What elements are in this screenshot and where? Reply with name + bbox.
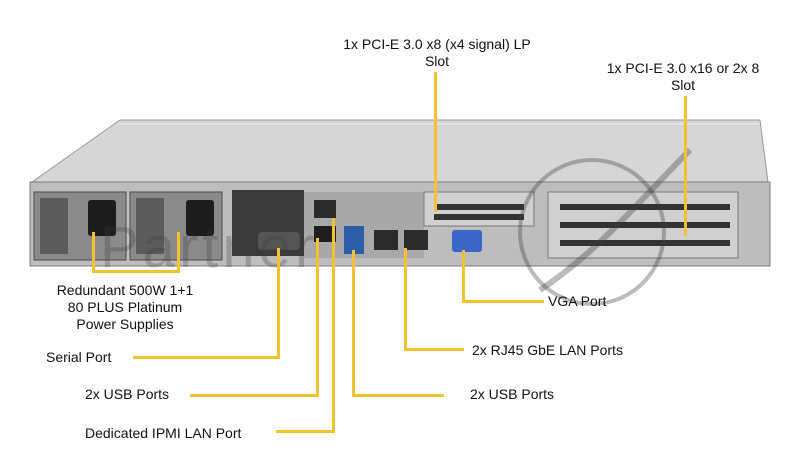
power-supply-2 xyxy=(129,191,223,261)
leader-psu-h xyxy=(92,270,180,273)
lan-jack-1 xyxy=(374,230,398,250)
leader-lan-h xyxy=(404,348,464,351)
label-usb-left: 2x USB Ports xyxy=(85,386,170,402)
leader-usb-left-h xyxy=(190,394,319,397)
ipmi-lan-jack xyxy=(314,200,336,218)
serial-port xyxy=(258,232,300,250)
leader-usb-left-v xyxy=(316,238,319,396)
leader-pcie-x16 xyxy=(684,96,687,236)
power-supply-1 xyxy=(33,191,127,261)
label-ipmi: Dedicated IPMI LAN Port xyxy=(85,425,242,441)
leader-serial-v xyxy=(277,248,280,358)
label-serial: Serial Port xyxy=(46,349,112,365)
leader-pcie-x8 xyxy=(434,72,437,212)
leader-psu-l xyxy=(92,232,95,272)
usb-right-jack xyxy=(344,226,364,254)
vga-port xyxy=(452,230,482,252)
leader-vga-h xyxy=(462,300,544,303)
label-vga: VGA Port xyxy=(548,293,607,309)
leader-lan-v xyxy=(404,248,407,350)
leader-usb-right-h xyxy=(352,394,444,397)
label-lan: 2x RJ45 GbE LAN Ports xyxy=(472,342,623,358)
leader-psu-r xyxy=(177,232,180,272)
leader-ipmi-v xyxy=(332,218,335,432)
usb-left-jack xyxy=(314,226,336,242)
leader-serial-h xyxy=(133,356,280,359)
leader-usb-right-v xyxy=(352,250,355,396)
leader-ipmi-h xyxy=(276,430,335,433)
leader-vga-v xyxy=(462,250,465,302)
lan-jack-2 xyxy=(404,230,428,250)
label-usb-right: 2x USB Ports xyxy=(470,386,555,402)
watermark-logo xyxy=(518,158,666,306)
